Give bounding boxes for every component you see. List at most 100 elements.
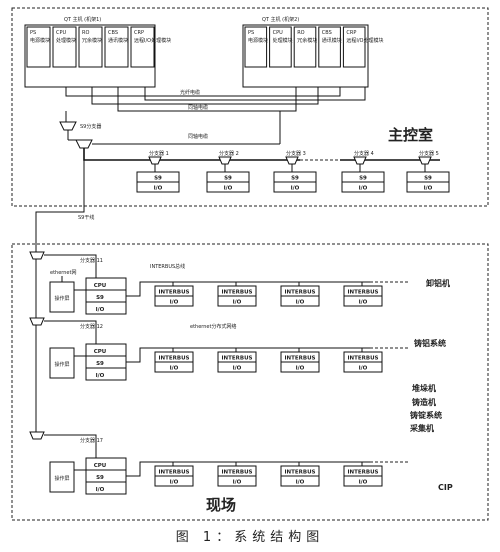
interbus-node-label: INTERBUS <box>347 290 378 296</box>
left-module-2 <box>78 26 103 68</box>
field-right-label-0: 卸铝机 <box>426 278 450 288</box>
splitter-label: S9分支器 <box>80 123 101 130</box>
interbus-node-label: INTERBUS <box>347 470 378 476</box>
cpu-s9: S9 <box>96 361 104 367</box>
trunk-label: S9干线 <box>78 214 94 221</box>
tap-3 <box>285 156 299 165</box>
rack-left-title: QT 主机 (机架1) <box>64 16 101 23</box>
field-right-label-1: 铸铝系统 <box>414 338 446 348</box>
cpu-label: CPU <box>94 283 107 289</box>
main-bus <box>83 148 300 161</box>
drop-io: I/O <box>224 186 233 192</box>
interbus-node-io: I/O <box>359 366 368 372</box>
right-module-sub: 远程I/O处理模块 <box>346 37 383 44</box>
tap-1 <box>148 156 162 165</box>
tap-label-2: 分支器 2 <box>219 150 239 157</box>
cpu-io: I/O <box>96 307 105 313</box>
right-module-3 <box>318 26 341 68</box>
interbus-node-label: INTERBUS <box>347 356 378 362</box>
interbus-node-io: I/O <box>233 366 242 372</box>
interbus-node-label: INTERBUS <box>158 356 189 362</box>
field-right-label-2: CIP <box>438 483 453 492</box>
splitter-2 <box>75 139 93 149</box>
fiber-cable <box>65 87 341 97</box>
right-module-name: CBS <box>322 30 332 36</box>
cpu-s9: S9 <box>96 475 104 481</box>
interbus-node-label: INTERBUS <box>284 290 315 296</box>
ethernet-dist-label: ethernet分布式网络 <box>190 323 236 330</box>
trunk-cable <box>35 148 85 252</box>
rack-left: QT 主机 (机架1) PS电源模块CPU处理模块RO冗余模块CBS通讯模块CR… <box>24 16 171 88</box>
left-module-0 <box>26 26 51 68</box>
coax-link <box>144 87 366 101</box>
field-cpu-station-2 <box>85 457 127 495</box>
label-collector: 采集机 <box>409 423 434 433</box>
left-module-name: PS <box>30 30 36 36</box>
interbus-node-label: INTERBUS <box>221 290 252 296</box>
right-module-name: CPU <box>273 30 284 36</box>
field-frame <box>11 243 489 521</box>
field-tap-1 <box>29 317 45 326</box>
figure-caption: 图 1：系统结构图 <box>176 530 324 545</box>
right-module-sub: 电源模块 <box>248 37 268 44</box>
drop-io: I/O <box>154 186 163 192</box>
left-module-sub: 冗余模块 <box>82 37 102 44</box>
operator-panel-2 <box>49 461 75 493</box>
operator-panel-label: 操作屏 <box>54 295 69 302</box>
left-module-name: RO <box>82 30 89 36</box>
tap-4 <box>353 156 367 165</box>
interbus-node-label: INTERBUS <box>284 470 315 476</box>
main-room-frame <box>11 7 489 207</box>
right-module-1 <box>269 26 292 68</box>
field-cpu-station-0 <box>85 277 127 315</box>
ethernet-label: ethernet网 <box>50 270 76 276</box>
right-module-name: CRP <box>346 30 356 36</box>
field-label: 现场 <box>206 496 236 514</box>
left-module-name: CRP <box>134 30 144 36</box>
drop-io: I/O <box>291 186 300 192</box>
left-module-name: CBS <box>108 30 118 36</box>
drop-s9: S9 <box>359 176 367 182</box>
operator-panel-label: 操作屏 <box>54 475 69 482</box>
interbus-node-label: INTERBUS <box>221 470 252 476</box>
interbus-node-label: INTERBUS <box>158 290 189 296</box>
field-cpu-station-1 <box>85 343 127 381</box>
cable-label-3: 同轴电缆 <box>188 133 208 140</box>
right-module-name: RO <box>297 30 304 36</box>
interbus-node-io: I/O <box>359 300 368 306</box>
interbus-node-label: INTERBUS <box>221 356 252 362</box>
left-module-name: CPU <box>56 30 67 36</box>
field-tap-0 <box>29 251 45 260</box>
right-module-2 <box>293 26 317 68</box>
tap-5 <box>418 156 432 165</box>
tap-label-5: 分支器 5 <box>419 150 439 157</box>
tap-label-1: 分支器 1 <box>149 150 169 157</box>
left-module-3 <box>104 26 129 68</box>
splitter-1 <box>59 121 77 131</box>
right-module-4 <box>342 26 366 68</box>
rack-right: QT 主机 (机架2) PS电源模块CPU处理模块RO冗余模块CBS通讯模块CR… <box>242 16 384 88</box>
interbus-node-io: I/O <box>170 480 179 486</box>
label-stacker: 堆垛机 <box>412 383 436 393</box>
interbus-node-io: I/O <box>170 300 179 306</box>
cable-label-1: 光纤电缆 <box>180 89 200 96</box>
drop-s9: S9 <box>291 176 299 182</box>
field-tap-label: 分支器 11 <box>80 257 103 264</box>
label-caster: 铸造机 <box>412 397 436 407</box>
interbus-node-io: I/O <box>233 480 242 486</box>
cpu-s9: S9 <box>96 295 104 301</box>
cpu-label: CPU <box>94 349 107 355</box>
main-room-label: 主控室 <box>388 126 433 144</box>
interbus-node-label: INTERBUS <box>284 356 315 362</box>
cable-label-2: 同轴电缆 <box>188 104 208 111</box>
interbus-node-io: I/O <box>233 300 242 306</box>
left-module-sub: 处理模块 <box>56 37 76 44</box>
coax-cable-1 <box>91 87 319 105</box>
tap-label-3: 分支器 3 <box>286 150 306 157</box>
left-module-4 <box>130 26 155 68</box>
cpu-io: I/O <box>96 373 105 379</box>
left-module-sub: 电源模块 <box>30 37 50 44</box>
drop-s9: S9 <box>424 176 432 182</box>
rack-right-title: QT 主机 (机架2) <box>262 16 299 23</box>
